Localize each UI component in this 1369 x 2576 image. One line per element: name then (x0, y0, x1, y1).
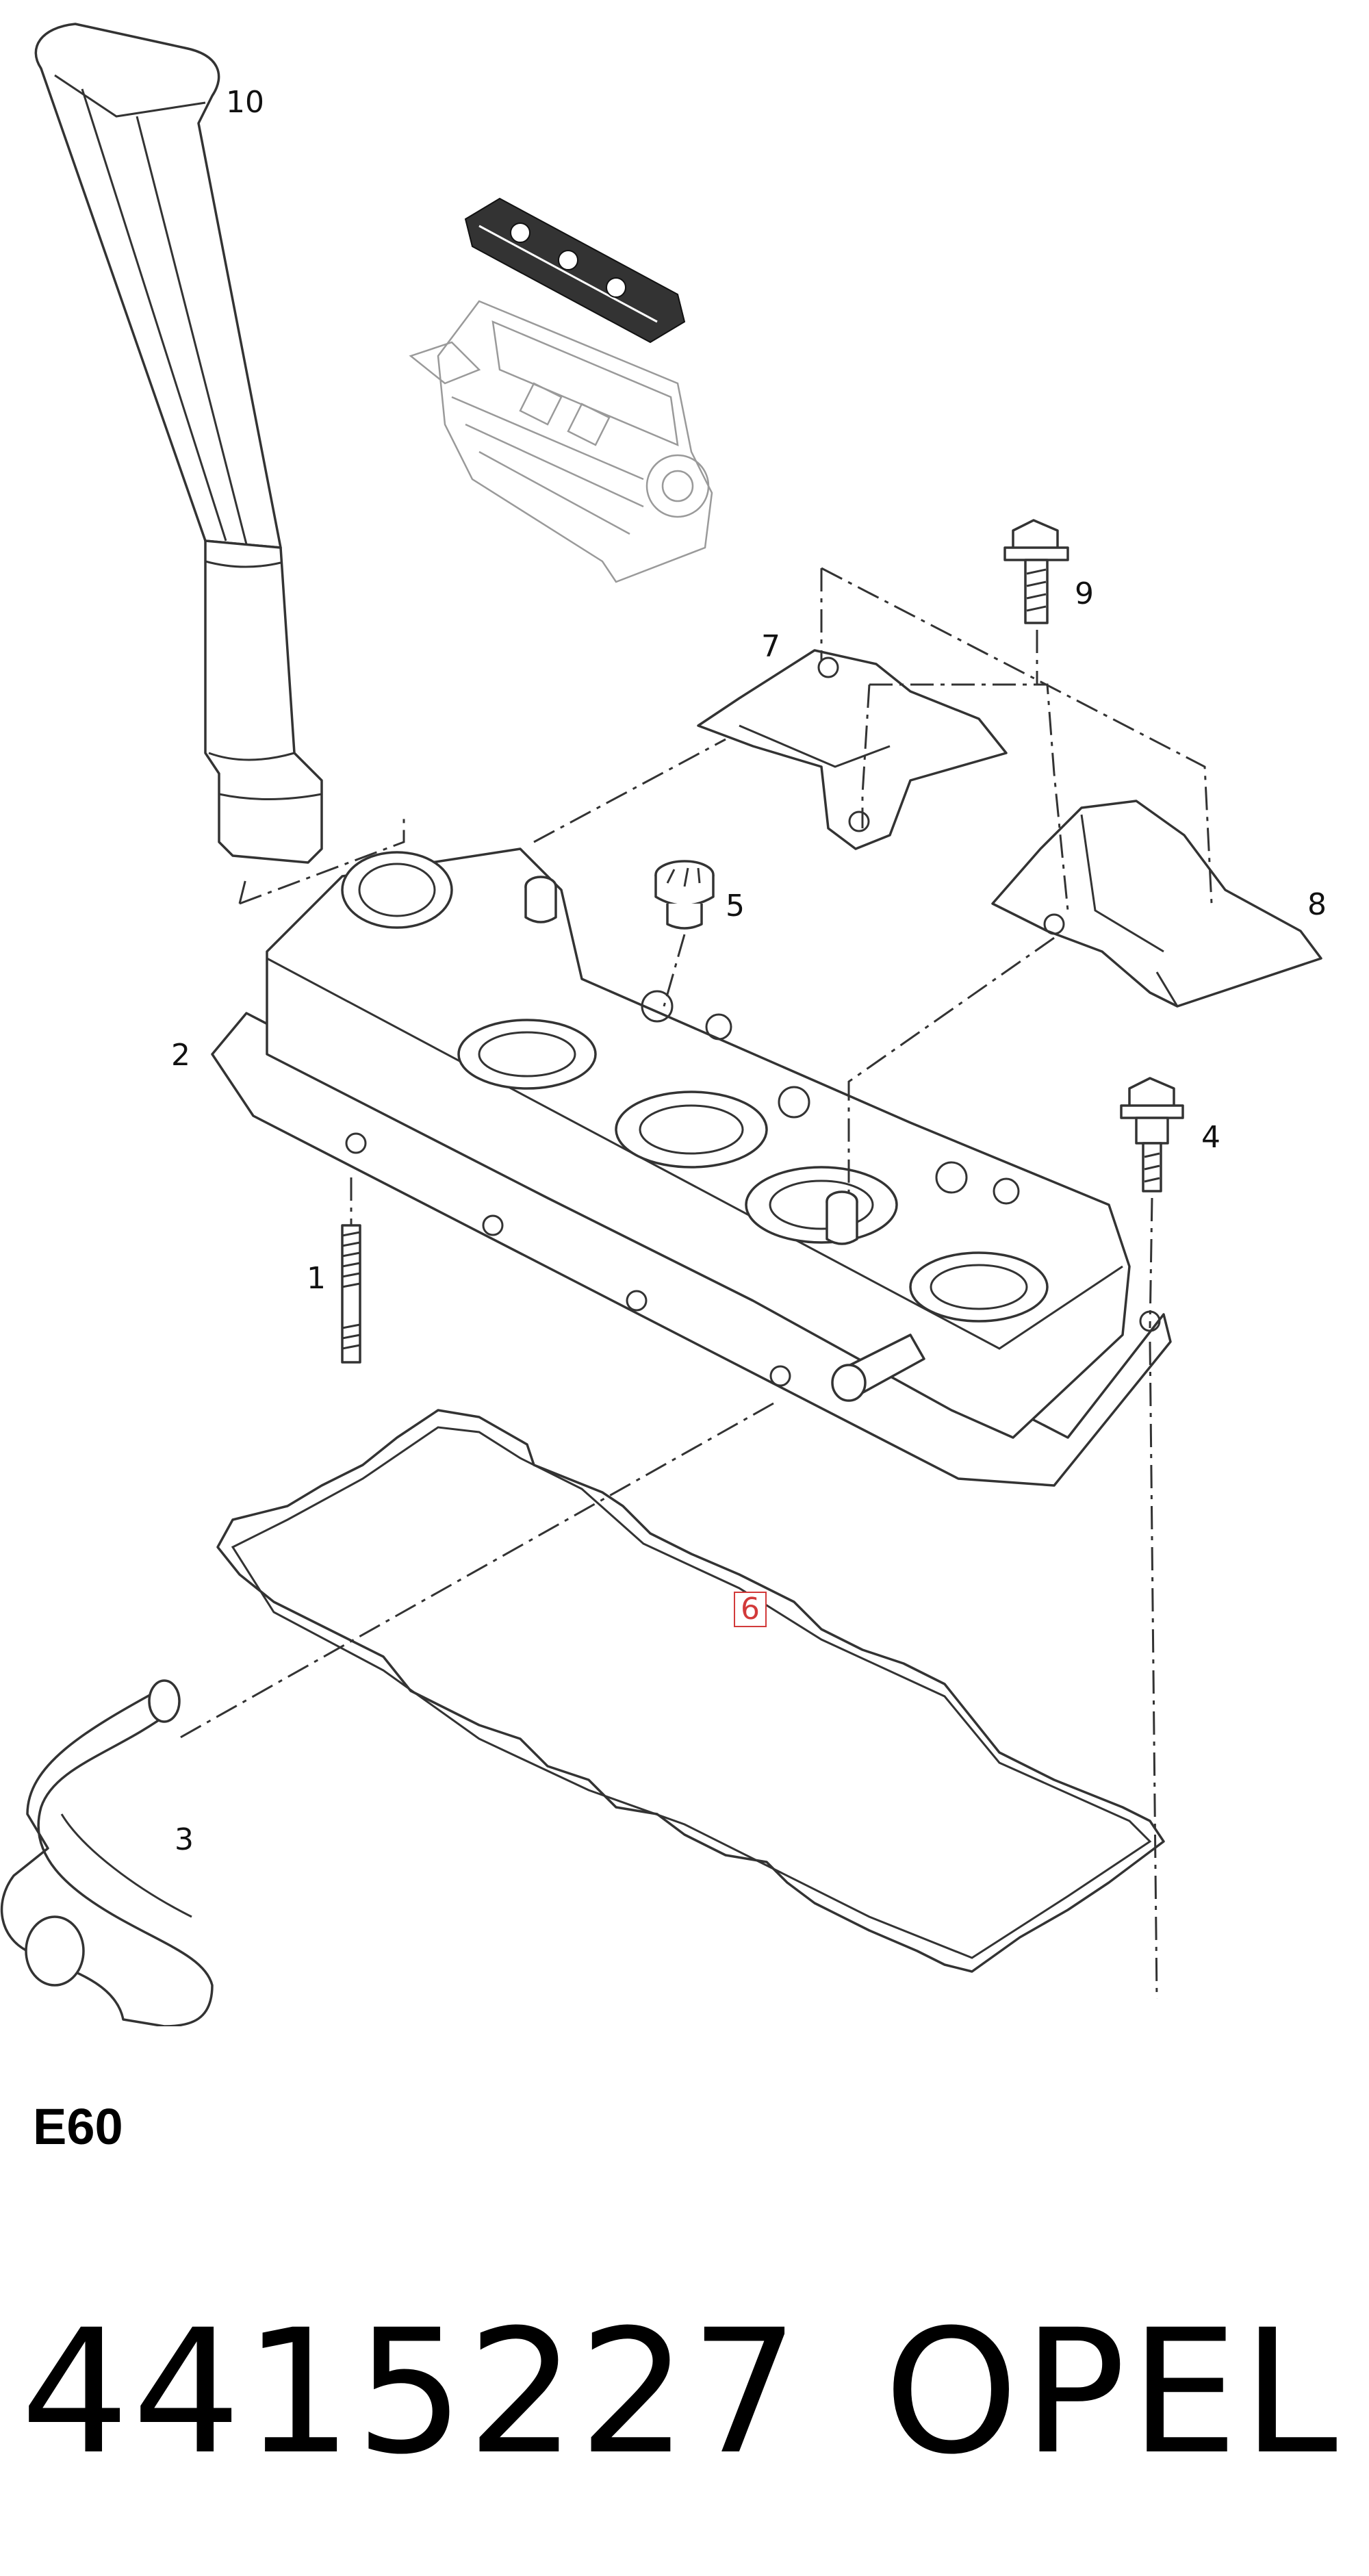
callout-4: 4 (1201, 1120, 1220, 1155)
callout-9: 9 (1075, 576, 1094, 611)
stud-part-1 (341, 1224, 361, 1364)
part-number: 4415227 (21, 2293, 802, 2492)
callout-3: 3 (175, 1822, 194, 1857)
diagram-canvas (0, 23, 1322, 2028)
bolt-part-4 (1120, 1077, 1184, 1193)
brand-name: OPEL (884, 2293, 1342, 2492)
hose-part-3 (0, 1679, 214, 2028)
heat-shield-part-7 (697, 649, 1008, 850)
callout-7: 7 (761, 629, 780, 664)
funnel-part-10 (34, 23, 323, 864)
valve-cover-part-2 (211, 847, 1172, 1487)
oil-cap-part-5 (654, 860, 715, 930)
heat-shield-part-8 (991, 800, 1322, 1008)
assembly-leader-lines (177, 567, 1213, 2000)
callout-2: 2 (171, 1038, 190, 1073)
callout-6-highlighted[interactable]: 6 (734, 1592, 767, 1627)
engine-locator-thumbnail (409, 197, 713, 583)
callout-5: 5 (726, 889, 745, 923)
bolt-part-9 (1003, 519, 1069, 624)
callout-10: 10 (226, 85, 264, 120)
gasket-part-6 (216, 1409, 1165, 1973)
callout-1: 1 (307, 1261, 326, 1296)
callout-8: 8 (1307, 887, 1327, 922)
section-code: E60 (33, 2098, 123, 2155)
exploded-parts-diagram: 10 9 7 5 8 2 4 1 6 3 (0, 23, 1327, 2028)
